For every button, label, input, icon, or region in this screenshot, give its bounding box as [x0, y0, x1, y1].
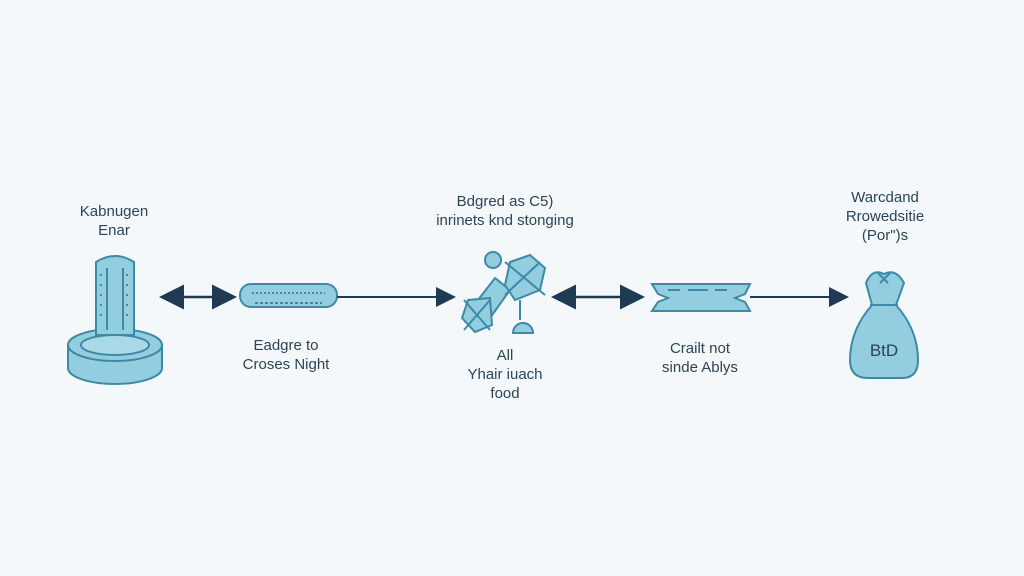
bag-title: Warcdand Rrowedsitie (Por")s: [846, 188, 924, 245]
cluster-title-line: Bdgred as C5): [456, 193, 554, 210]
flower-cluster-icon: [460, 251, 547, 334]
cluster-caption-line: Yhair iuach: [467, 366, 543, 383]
tower-title-line: Kabnugen: [79, 203, 149, 220]
cross-caption-line: Crailt not: [669, 340, 731, 357]
capsule-caption: Eadgre to Croses Night: [243, 336, 330, 374]
capsule-caption-line: Eadgre to: [253, 337, 319, 354]
money-bag-icon: [848, 271, 920, 379]
cluster-title-line: inrinets knd stonging: [436, 212, 574, 229]
cross-caption-line: sinde Ablys: [662, 359, 738, 376]
cluster-title: Bdgred as C5) inrinets knd stonging: [436, 192, 574, 230]
cluster-caption-line: All: [496, 347, 514, 364]
bag-title-line: (Por")s: [861, 227, 909, 244]
tower-title: Kabnugen Enar: [80, 202, 148, 240]
tower-icon: [67, 255, 163, 385]
cluster-caption: All Yhair iuach food: [467, 346, 542, 403]
tower-title-line: Enar: [98, 222, 130, 239]
bag-title-line: Rrowedsitie: [845, 208, 925, 225]
cluster-caption-line: food: [490, 385, 520, 402]
capsule-icon: [239, 283, 338, 308]
cross-shape-icon: [650, 283, 752, 312]
bag-label: BtD: [870, 341, 898, 360]
cross-caption: Crailt not sinde Ablys: [662, 339, 738, 377]
bag-title-line: Warcdand: [851, 189, 919, 206]
capsule-caption-line: Croses Night: [242, 356, 330, 373]
